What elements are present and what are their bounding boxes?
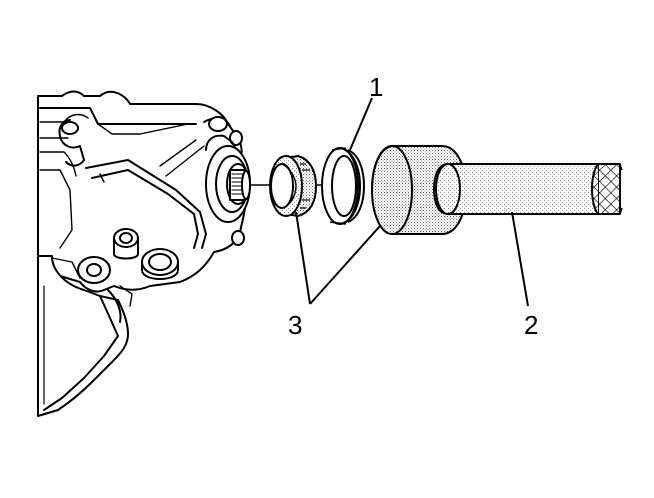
callout-1: 1 [369,72,384,102]
leader-line-3a [295,211,311,305]
leader-lines [295,97,529,307]
callout-3: 3 [288,310,303,340]
leader-line-2 [511,211,529,307]
retaining-ring-part-1 [321,147,366,225]
steering-gear-housing [37,90,251,417]
driver-handle-part-2 [433,163,623,215]
callout-2: 2 [524,310,539,340]
seal-part-3 [269,155,317,217]
leader-line-1 [349,97,373,151]
leader-line-3b [309,225,381,305]
